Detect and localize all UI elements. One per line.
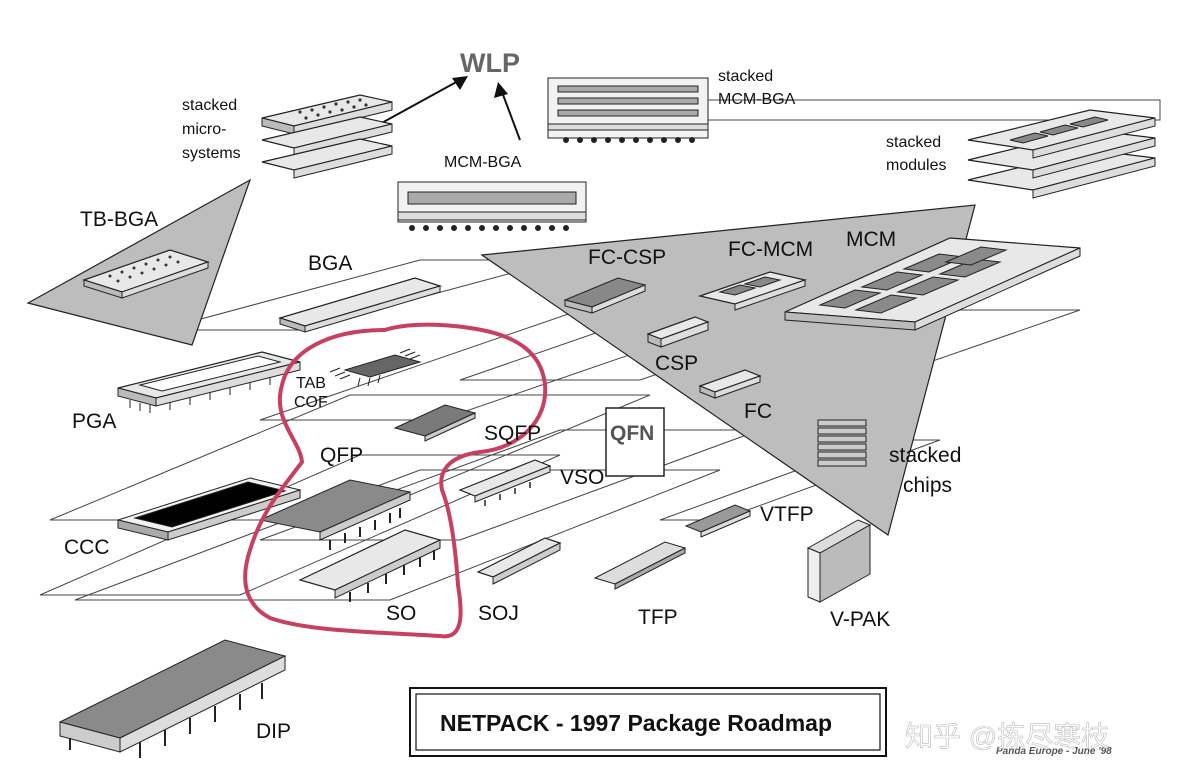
label-fc-csp: FC-CSP [588, 246, 666, 269]
label-mcm-bga: MCM-BGA [444, 154, 522, 171]
label-cof: COF [294, 394, 328, 411]
label-ccc: CCC [64, 536, 110, 559]
label-qfn: QFN [610, 422, 654, 445]
qfn-box [605, 407, 665, 477]
label-stacked-micro-3: systems [182, 145, 241, 162]
tfp-chip [593, 541, 687, 590]
label-stacked-mcm-bga-1: stacked [718, 68, 773, 85]
so-chip [298, 529, 442, 602]
arrows-to-wlp [377, 76, 521, 141]
stacked-modules-graphic [967, 109, 1156, 199]
label-pga: PGA [72, 410, 116, 433]
label-stacked-modules-1: stacked [886, 134, 941, 151]
watermark-text: 知乎 @拣尽寒枝 [905, 721, 1109, 752]
label-stacked-chips-2: chips [903, 474, 952, 497]
label-mcm: MCM [846, 228, 896, 251]
title-box [409, 687, 887, 757]
label-vtfp: VTFP [760, 503, 814, 526]
stacked-mcm-bga-graphic [547, 77, 709, 143]
fc-mcm-module [697, 271, 808, 311]
label-sqfp: SQFP [484, 422, 541, 445]
label-stacked-micro-2: micro- [182, 121, 226, 138]
label-tfp: TFP [638, 606, 678, 629]
bga-chip [277, 277, 443, 333]
label-stacked-micro-1: stacked [182, 97, 237, 114]
diagram-title: NETPACK - 1997 Package Roadmap [440, 710, 832, 736]
tb-bga-chip [82, 249, 210, 299]
label-wlp: WLP [460, 48, 520, 78]
label-fc-mcm: FC-MCM [728, 238, 813, 261]
csp-chip [646, 316, 710, 348]
pga-chip [117, 351, 301, 413]
soj-chip [476, 537, 562, 585]
label-tb-bga: TB-BGA [80, 208, 158, 231]
fc-csp-chip [563, 277, 647, 314]
label-vso: VSO [560, 466, 604, 489]
sqfp-chip [393, 404, 477, 442]
label-qfp: QFP [320, 444, 363, 467]
highlight-outline [243, 322, 548, 639]
stacked-chips-graphic [817, 419, 867, 467]
label-stacked-modules-2: modules [886, 157, 946, 174]
v-pak-module [806, 519, 872, 603]
dip-chip [58, 639, 287, 758]
vtfp-chip [684, 504, 752, 538]
mcm-module [784, 237, 1081, 331]
credit-text: Panda Europe - June '98 [996, 746, 1112, 757]
stacked-micro-systems-graphic [261, 94, 393, 179]
label-stacked-mcm-bga-2: MCM-BGA [718, 91, 796, 108]
label-bga: BGA [308, 252, 352, 275]
label-tab: TAB [296, 375, 326, 392]
ccc-chip [116, 477, 302, 541]
label-so: SO [386, 602, 416, 625]
qfp-chip [258, 479, 412, 550]
vso-chip [458, 459, 552, 506]
fc-chip [698, 369, 762, 399]
label-csp: CSP [655, 352, 698, 375]
mcm-bga-graphic [397, 181, 587, 231]
label-fc: FC [744, 400, 772, 423]
label-stacked-chips-1: stacked [889, 444, 961, 467]
label-dip: DIP [256, 720, 291, 743]
label-vpak: V-PAK [830, 608, 890, 631]
tab-cof-chip [329, 348, 422, 387]
label-soj: SOJ [478, 602, 519, 625]
